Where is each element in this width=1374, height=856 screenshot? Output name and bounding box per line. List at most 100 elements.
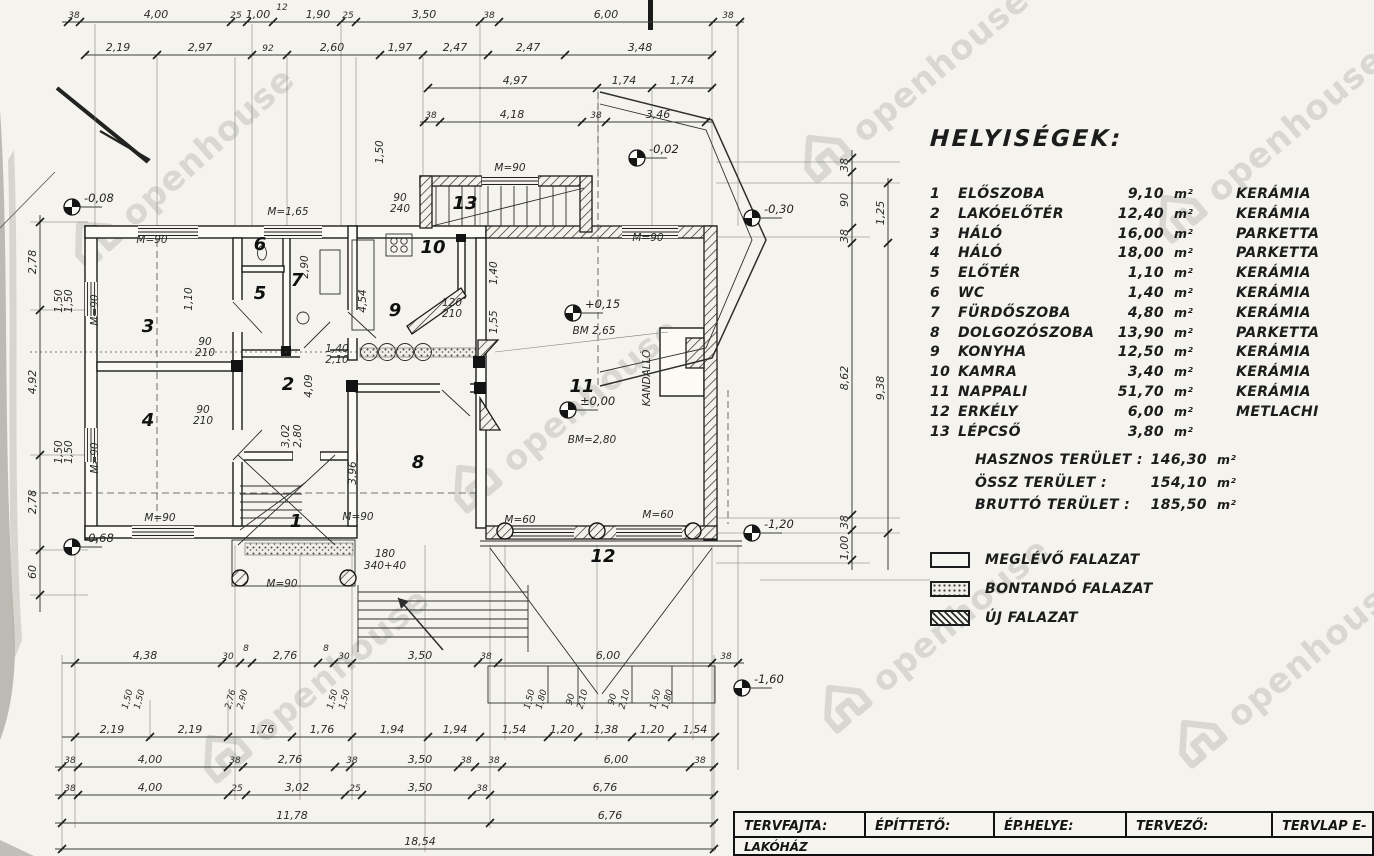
annotation-text: +0,15 [585, 297, 620, 311]
room-number: 1 [930, 186, 941, 202]
annotation-text: 25 [231, 784, 243, 794]
annotation-text: -0,30 [764, 202, 794, 216]
room-finish: KERÁMIA [1236, 205, 1311, 222]
room-name: HÁLÓ [958, 245, 1003, 262]
area-unit: m² [1174, 205, 1194, 221]
annotation-text: 18,54 [404, 835, 436, 848]
annotation-text: 1,54 [502, 723, 527, 736]
room-number: 4 [930, 245, 941, 262]
annotation-text: 1,76 [310, 723, 335, 736]
annotation-text: 90 [393, 192, 407, 204]
legend-room-row: 3 HÁLÓ 16,00 m² PARKETTA [930, 226, 1366, 246]
annotation-text: 8 [412, 452, 425, 473]
room-area: 1,10 [1127, 265, 1164, 282]
annotation-text: 1,74 [612, 74, 637, 87]
annotation-text: 90 [838, 193, 851, 207]
room-finish: KERÁMIA [1236, 265, 1311, 282]
room-number: 3 [930, 225, 941, 242]
room-finish: KERÁMIA [1236, 364, 1311, 381]
annotation-text: 4 [141, 410, 155, 431]
room-area: 3,40 [1127, 364, 1164, 381]
annotation-text: 38 [722, 11, 734, 21]
annotation-text: 340+40 [364, 560, 407, 572]
wall-type-swatch-new [930, 610, 970, 627]
annotation-text: 8 [243, 644, 249, 654]
annotation-text: M=90 [136, 234, 168, 246]
annotation-text: -1,60 [754, 672, 784, 686]
annotation-text: 38 [68, 11, 80, 21]
annotation-text: 3,50 [408, 753, 433, 766]
annotation-text: 3 [142, 316, 155, 337]
annotation-text: 38 [590, 111, 602, 121]
annotation-text: 1,40 [488, 261, 500, 285]
room-area: 51,70 [1117, 383, 1164, 400]
annotation-text: 38 [460, 756, 472, 766]
benchmark-symbol [63, 538, 102, 556]
annotation-text: M=90 [632, 232, 664, 244]
annotation-text: 25 [349, 784, 361, 794]
annotation-text: 2,90 [299, 255, 311, 279]
annotation-text: 38 [480, 652, 492, 662]
total-unit: m² [1217, 474, 1237, 490]
annotation-text: 30 [222, 652, 234, 662]
room-name: ELŐTÉR [958, 265, 1021, 282]
annotation-text: 38 [838, 158, 851, 172]
legend-room-row: 2 LAKÓELŐTÉR 12,40 m² KERÁMIA [930, 206, 1366, 226]
room-name: WC [958, 284, 985, 301]
annotation-text: 38 [838, 515, 851, 529]
room-number: 9 [930, 344, 941, 361]
annotation-text: 11,78 [276, 809, 308, 822]
annotation-text: 120 [442, 297, 462, 309]
area-unit: m² [1174, 304, 1194, 320]
room-area: 13,90 [1117, 324, 1164, 341]
annotation-text: 180 [375, 548, 395, 560]
annotation-text: 90 [196, 404, 210, 416]
annotation-text: 38 [694, 756, 706, 766]
room-number: 6 [930, 284, 941, 301]
annotation-text: 1,38 [594, 723, 619, 736]
annotation-text: 38 [346, 756, 358, 766]
room-number: 7 [930, 304, 941, 321]
total-label: BRUTTÓ TERÜLET : [975, 497, 1131, 514]
annotation-text: 9 [389, 300, 402, 321]
annotation-text: 30 [338, 652, 350, 662]
annotation-text: 4,00 [138, 753, 163, 766]
annotation-text: 38 [229, 756, 241, 766]
annotation-text: 8 [323, 644, 329, 654]
annotation-text: 1,90 [306, 8, 331, 21]
room-area: 16,00 [1117, 225, 1164, 242]
annotation-text: 2,47 [516, 41, 541, 54]
annotation-text: ±0,00 [580, 394, 615, 408]
title-block-cell: ÉP.HELYE: [995, 813, 1127, 836]
annotation-text: 1,76 [250, 723, 275, 736]
legend-room-row: 8 DOLGOZÓSZOBA 13,90 m² PARKETTA [930, 325, 1366, 345]
annotation-text: 2,78 [26, 490, 39, 515]
annotation-text: 1,00 [246, 8, 271, 21]
annotation-text: 1,50 [53, 289, 65, 313]
wall-type-row: BONTANDÓ FALAZAT [930, 575, 1366, 604]
room-name: LÉPCSŐ [958, 423, 1021, 440]
annotation-text: 5 [254, 283, 267, 304]
room-number: 8 [930, 324, 941, 341]
wall-type-label: BONTANDÓ FALAZAT [985, 581, 1153, 598]
annotation-text: M=90 [266, 578, 298, 590]
annotation-text: 8,62 [838, 366, 851, 391]
annotation-text: 1,20 [640, 723, 665, 736]
annotation-text: 12 [276, 3, 288, 13]
annotation-text: M=90 [89, 442, 101, 474]
room-name: ERKÉLY [958, 403, 1019, 420]
room-area: 1,40 [1127, 284, 1164, 301]
annotation-text: 1,55 [488, 310, 500, 334]
legend-room-row: 1 ELŐSZOBA 9,10 m² KERÁMIA [930, 186, 1366, 206]
area-unit: m² [1174, 403, 1194, 419]
legend-room-row: 5 ELŐTÉR 1,10 m² KERÁMIA [930, 265, 1366, 285]
annotation-text: 210 [195, 347, 215, 359]
annotation-text: 2,78 [26, 250, 39, 275]
annotation-text: 4,18 [500, 108, 525, 121]
annotation-text: 4,00 [144, 8, 169, 21]
